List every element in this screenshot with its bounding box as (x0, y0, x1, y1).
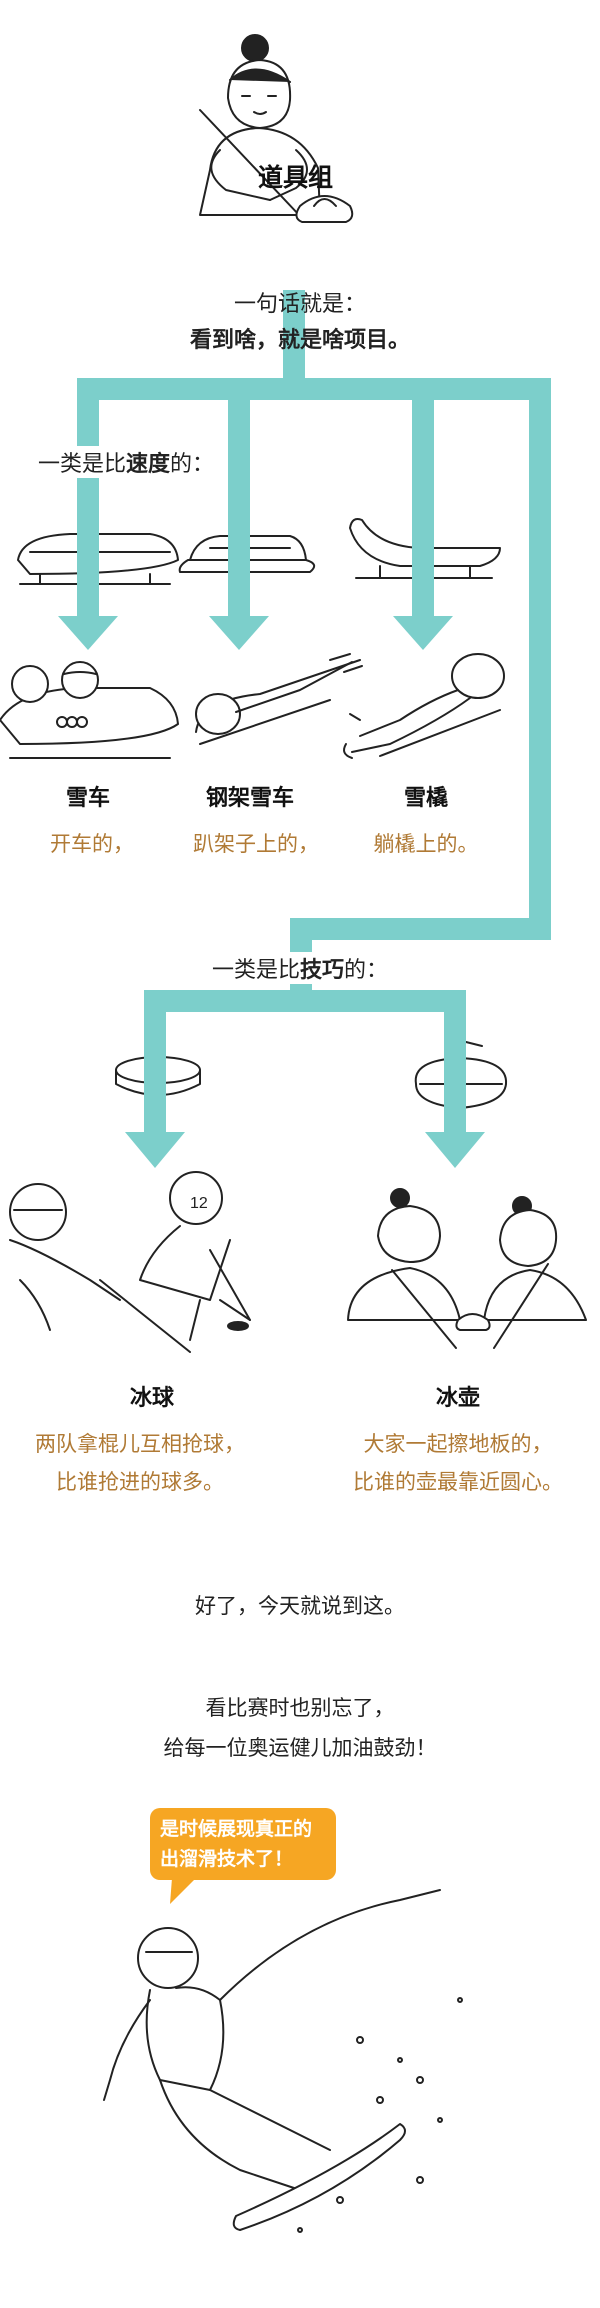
intro-line-1: 一句话就是： (233, 292, 367, 317)
closing-line-2: 看比赛时也别忘了， (205, 1696, 395, 1720)
speed-label-suffix: 的： (170, 452, 215, 477)
intro-line-2: 看到啥，就是啥项目。 (189, 328, 411, 353)
speed-label-prefix: 一类是比 (38, 452, 127, 477)
skeleton-athlete-illustration (195, 653, 363, 745)
item-name-hockey: 冰球 (129, 1386, 175, 1411)
speed-category-label: 一类是比速度的： (38, 446, 215, 478)
skill-label-prefix: 一类是比 (211, 958, 300, 983)
closing-line-3: 给每一位奥运健儿加油鼓劲！ (163, 1736, 437, 1760)
curler-presenter-illustration (199, 34, 354, 223)
speech-bubble: 是时候展现真正的 出溜滑技术了！ (150, 1808, 336, 1880)
item-desc-bobsled: 开车的， (50, 832, 134, 856)
item-name-bobsled: 雪车 (65, 786, 111, 811)
section-title: 道具组 (258, 163, 334, 192)
bubble-line-2: 出溜滑技术了！ (160, 1848, 294, 1870)
item-desc-skeleton: 趴架子上的， (193, 832, 319, 856)
bobsled-athletes-illustration (0, 661, 179, 759)
skill-label-bold: 技巧 (299, 958, 345, 983)
item-desc-luge: 躺橇上的。 (373, 832, 479, 856)
item-name-luge: 雪橇 (403, 786, 449, 811)
flow-arrows (58, 290, 551, 1168)
closing-line-1: 好了，今天就说到这。 (195, 1594, 405, 1618)
item-name-skeleton: 钢架雪车 (205, 786, 295, 811)
bubble-line-1: 是时候展现真正的 (160, 1818, 313, 1840)
item-desc-hockey-1: 两队拿棍儿互相抢球， (35, 1432, 245, 1456)
curling-players-illustration (347, 1188, 587, 1349)
skill-category-label: 一类是比技巧的： (207, 952, 393, 984)
skill-label-suffix: 的： (344, 958, 389, 983)
snowboarder-illustration (103, 1889, 463, 2233)
hockey-players-illustration: 12 (9, 1171, 251, 1353)
item-desc-curling-2: 比谁的壶最靠近圆心。 (353, 1470, 563, 1494)
item-desc-curling-1: 大家一起擦地板的， (363, 1432, 553, 1456)
item-desc-hockey-2: 比谁抢进的球多。 (56, 1470, 224, 1494)
luge-athlete-illustration (343, 653, 505, 759)
svg-text:12: 12 (190, 1195, 208, 1212)
speed-label-bold: 速度 (126, 452, 171, 477)
item-name-curling: 冰壶 (435, 1386, 481, 1411)
